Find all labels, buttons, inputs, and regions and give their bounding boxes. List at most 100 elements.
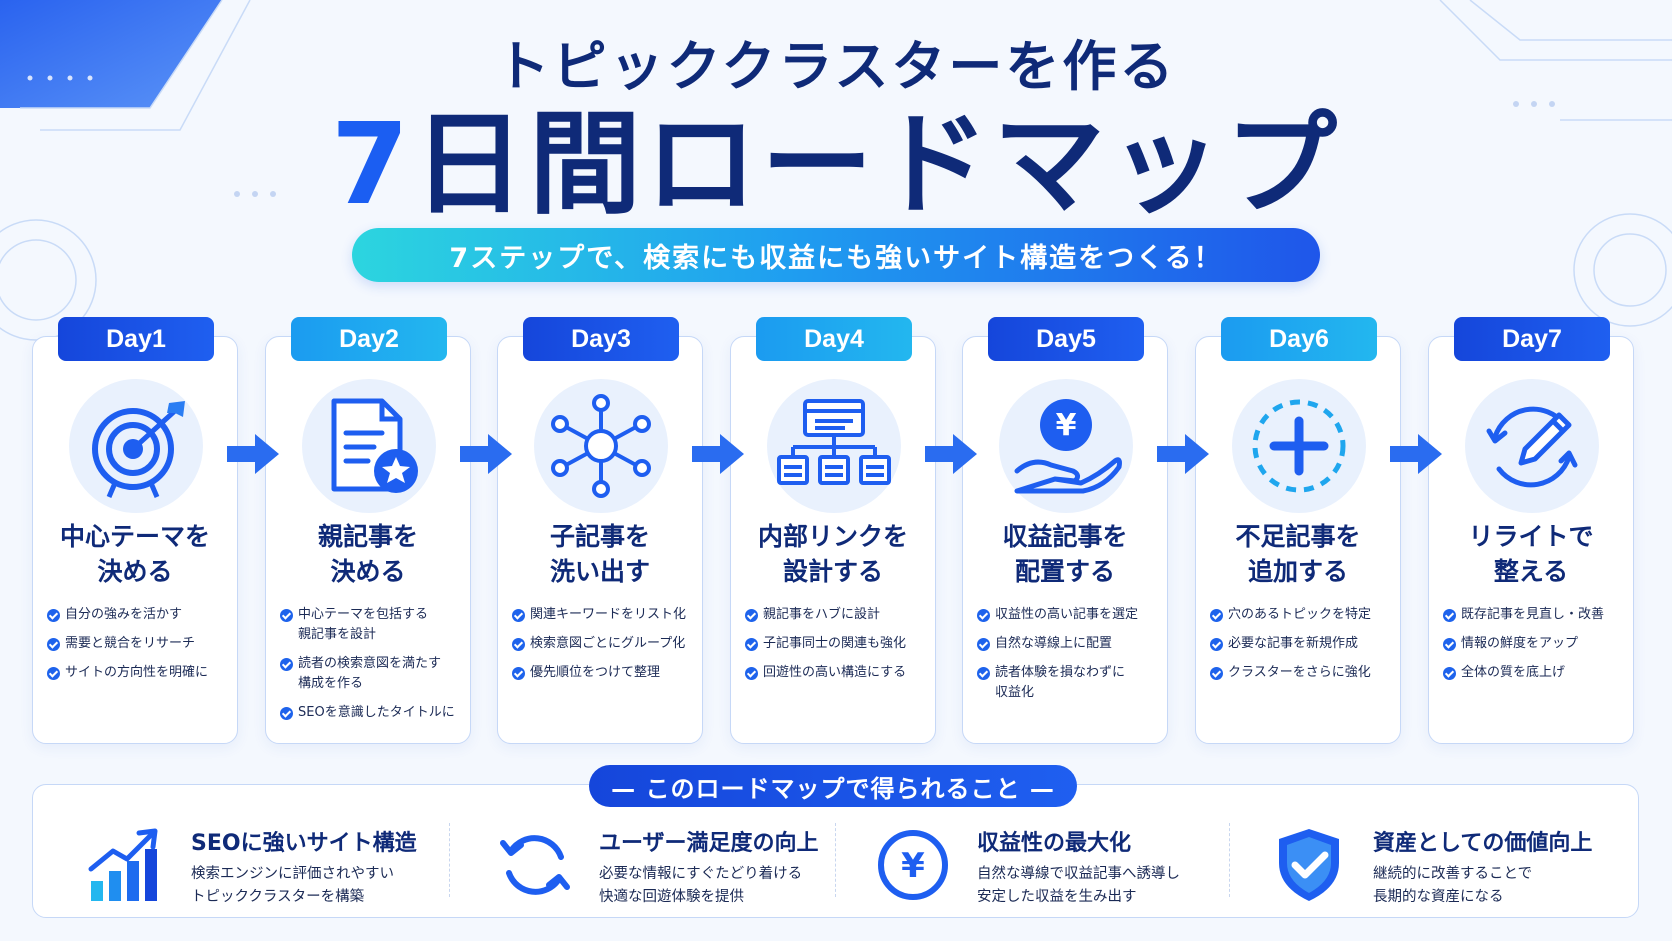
day-badge: Day5 [988, 317, 1144, 361]
benefit-title: 収益性の最大化 [977, 831, 1132, 856]
divider [449, 823, 450, 897]
day-card-7: Day7 リライトで整える 既存記事を見直し・改善 情報の鮮度をアップ 全体の質… [1428, 317, 1634, 744]
benefit-ux: ユーザー満足度の向上 必要な情報にすぐたどり着ける快適な回遊体験を提供 [495, 825, 875, 905]
list-item: 自分の強みを活かす [47, 605, 231, 625]
benefit-title: ユーザー満足度の向上 [599, 831, 819, 856]
day-title: 親記事を決める [317, 522, 418, 586]
cycle-arrows-icon [500, 835, 570, 895]
day-checklist: 収益性の高い記事を選定 自然な導線上に配置 読者体験を損なわずに 収益化 [977, 605, 1161, 712]
dashed-plus-icon [1232, 379, 1366, 513]
list-item: 中心テーマを包括する 親記事を設計 [280, 605, 464, 645]
check-icon [745, 638, 758, 651]
check-icon [512, 638, 525, 651]
day-card-2: Day2 親記事を決める 中心テーマを包括する 親記事を設計 読者の検索意図を満… [265, 317, 471, 744]
check-icon [1443, 667, 1456, 680]
list-item: SEOを意識したタイトルに [280, 703, 464, 723]
day-checklist: 関連キーワードをリスト化 検索意図ごとにグループ化 優先順位をつけて整理 [512, 605, 696, 692]
title-text: 日間ロードマップ [412, 100, 1341, 230]
day-badge: Day6 [1221, 317, 1377, 361]
list-item: 関連キーワードをリスト化 [512, 605, 696, 625]
list-item: クラスターをさらに強化 [1210, 663, 1394, 683]
check-icon [280, 658, 293, 671]
list-item: 穴のあるトピックを特定 [1210, 605, 1394, 625]
list-item: 情報の鮮度をアップ [1443, 634, 1627, 654]
arrow-right-icon [227, 434, 279, 474]
page-subtitle: トピッククラスターを作る [495, 35, 1177, 98]
list-item: 読者の検索意図を満たす 構成を作る [280, 654, 464, 694]
benefit-title: 資産としての価値向上 [1373, 831, 1593, 856]
list-item: 子記事同士の関連も強化 [745, 634, 929, 654]
benefit-title: SEOに強いサイト構造 [191, 831, 417, 856]
document-star-icon [302, 379, 436, 513]
check-icon [1443, 609, 1456, 622]
day-checklist: 親記事をハブに設計 子記事同士の関連も強化 回遊性の高い構造にする [745, 605, 929, 692]
day-badge: Day7 [1454, 317, 1610, 361]
check-icon [745, 609, 758, 622]
day-card-6: Day6 不足記事を追加する 穴のあるトピックを特定 必要な記事を新規作成 クラ… [1195, 317, 1401, 744]
check-icon [1443, 638, 1456, 651]
day-checklist: 自分の強みを活かす 需要と競合をリサーチ サイトの方向性を明確に [47, 605, 231, 692]
check-icon [512, 609, 525, 622]
day-badge: Day4 [756, 317, 912, 361]
check-icon [280, 707, 293, 720]
benefit-asset: 資産としての価値向上 継続的に改善することで長期的な資産になる [1269, 825, 1649, 905]
svg-text:¥: ¥ [1056, 408, 1077, 443]
check-icon [977, 638, 990, 651]
list-item: 需要と競合をリサーチ [47, 634, 231, 654]
day-card-5: Day5 ¥ 収益記事を配置する 収益性の高い記事を選定 自然な導線上に配置 読… [962, 317, 1168, 744]
arrow-right-icon [925, 434, 977, 474]
benefits-panel: — このロードマップで得られること — SEOに強いサイト構造 検索エンジンに評… [32, 765, 1639, 918]
day-title: 不足記事を追加する [1235, 522, 1361, 586]
day-card-3: Day3 子記事を洗い出す 関連キーワードをリスト化 検索意図ごとにグループ化 … [497, 317, 703, 744]
list-item: 必要な記事を新規作成 [1210, 634, 1394, 654]
check-icon [977, 667, 990, 680]
check-icon [47, 667, 60, 680]
arrow-right-icon [1157, 434, 1209, 474]
benefit-seo: SEOに強いサイト構造 検索エンジンに評価されやすいトピッククラスターを構築 [87, 825, 467, 905]
arrow-right-icon [460, 434, 512, 474]
list-item: 全体の質を底上げ [1443, 663, 1627, 683]
sitemap-icon [767, 379, 901, 513]
check-icon [512, 667, 525, 680]
day-title: 収益記事を配置する [1002, 522, 1128, 586]
page-title: 7日間ロードマップ [0, 106, 1672, 225]
growth-chart-icon [88, 828, 158, 901]
day-badge: Day1 [58, 317, 214, 361]
divider [1229, 823, 1230, 897]
day-card-4: Day4 内部リンクを設計する 親記事をハブに設計 子記事同士の関連も強化 回遊… [730, 317, 936, 744]
check-icon [47, 609, 60, 622]
day-checklist: 既存記事を見直し・改善 情報の鮮度をアップ 全体の質を底上げ [1443, 605, 1627, 692]
list-item: 検索意図ごとにグループ化 [512, 634, 696, 654]
list-item: 優先順位をつけて整理 [512, 663, 696, 683]
check-icon [47, 638, 60, 651]
target-icon [69, 379, 203, 513]
day-badge: Day2 [291, 317, 447, 361]
day-title: 内部リンクを設計する [757, 522, 908, 586]
check-icon [1210, 667, 1223, 680]
yen-hand-icon: ¥ [999, 379, 1133, 513]
yen-coin-icon: ¥ [878, 830, 948, 900]
day-badge: Day3 [523, 317, 679, 361]
check-icon [1210, 609, 1223, 622]
list-item: 親記事をハブに設計 [745, 605, 929, 625]
day-title: 子記事を洗い出す [549, 522, 650, 586]
day-checklist: 中心テーマを包括する 親記事を設計 読者の検索意図を満たす 構成を作る SEOを… [280, 605, 464, 732]
list-item: サイトの方向性を明確に [47, 663, 231, 683]
day-title: リライトで整える [1468, 522, 1594, 586]
benefit-desc: 必要な情報にすぐたどり着ける快適な回遊体験を提供 [599, 866, 803, 905]
check-icon [745, 667, 758, 680]
check-icon [280, 609, 293, 622]
benefit-desc: 自然な導線で収益記事へ誘導し安定した収益を生み出す [977, 866, 1180, 905]
list-item: 読者体験を損なわずに 収益化 [977, 663, 1161, 703]
tagline-banner: 7ステップで、検索にも収益にも強いサイト構造をつくる！ [352, 228, 1320, 282]
benefit-revenue: ¥ 収益性の最大化 自然な導線で収益記事へ誘導し安定した収益を生み出す [873, 825, 1253, 905]
refresh-pencil-icon [1465, 379, 1599, 513]
benefit-desc: 継続的に改善することで長期的な資産になる [1373, 866, 1533, 905]
divider [835, 823, 836, 897]
day-card-1: Day1 中心テーマを決める 自分の強みを活かす 需要と競合をリサーチ サイトの… [32, 317, 238, 744]
title-area: トピッククラスターを作る 7日間ロードマップ [0, 22, 1672, 225]
network-hub-icon [534, 379, 668, 513]
shield-check-icon [1279, 829, 1339, 901]
check-icon [977, 609, 990, 622]
day-title: 中心テーマを決める [59, 522, 210, 586]
